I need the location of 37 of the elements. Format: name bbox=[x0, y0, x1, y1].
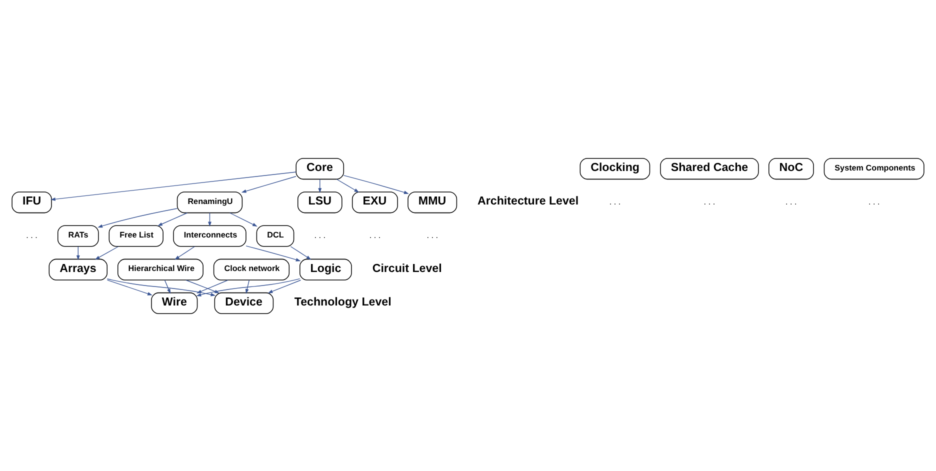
arrow bbox=[106, 279, 152, 295]
arrow bbox=[246, 245, 301, 261]
label: Technology Level bbox=[294, 296, 392, 308]
arrow bbox=[50, 171, 296, 200]
node-box: NoC bbox=[768, 157, 814, 180]
arrow bbox=[343, 174, 409, 194]
arrow bbox=[208, 212, 212, 226]
arrow bbox=[186, 279, 220, 293]
arrow bbox=[158, 212, 188, 226]
node-box: Shared Cache bbox=[660, 157, 759, 180]
arrow bbox=[268, 279, 302, 293]
label: Circuit Level bbox=[372, 262, 442, 274]
node-box: Device bbox=[214, 292, 274, 314]
arrow bbox=[196, 278, 300, 296]
arrow bbox=[98, 208, 178, 228]
arrow bbox=[164, 279, 171, 294]
node-box: Logic bbox=[300, 258, 352, 280]
node-box: Clocking bbox=[580, 157, 650, 180]
node-box: MMU bbox=[408, 191, 458, 213]
arrow bbox=[196, 279, 228, 293]
node-box: IFU bbox=[12, 191, 52, 213]
label: Architecture Level bbox=[478, 195, 579, 208]
node-box: LSU bbox=[297, 191, 342, 213]
node-box: Core bbox=[296, 157, 344, 180]
node-box: Wire bbox=[151, 292, 198, 314]
arrow bbox=[245, 279, 250, 294]
arrow bbox=[94, 246, 119, 260]
arrow bbox=[241, 176, 296, 192]
arrow bbox=[336, 178, 360, 192]
arrow bbox=[106, 278, 216, 296]
arrow bbox=[318, 178, 322, 192]
arrow bbox=[290, 246, 312, 260]
arrow bbox=[229, 212, 258, 226]
arrow bbox=[76, 246, 80, 260]
node-box: EXU bbox=[352, 191, 398, 213]
node-box: Arrays bbox=[48, 258, 108, 280]
arrow bbox=[174, 246, 196, 260]
